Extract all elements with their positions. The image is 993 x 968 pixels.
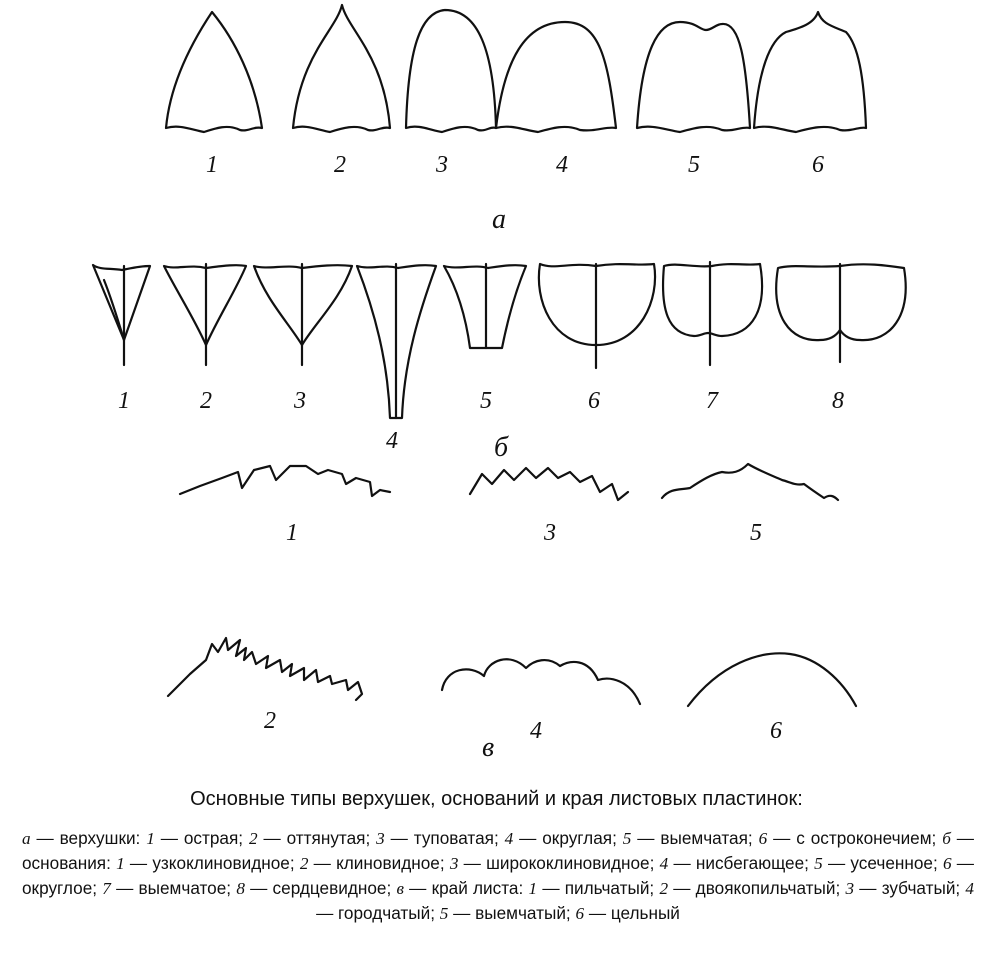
apex-section-letter: а [492,204,506,235]
caption-key: 4 [659,854,669,873]
caption-key: в [396,879,404,898]
base-section-letter: б [494,432,509,463]
margin-label: 5 [750,520,762,546]
margin-shapes [166,462,858,708]
figure-caption-title: Основные типы верхушек, оснований и края… [190,788,803,810]
caption-term: — туповатая; [384,828,505,848]
base-labels: 1 2 3 4 5 6 7 8 [118,388,844,454]
caption-term: — зубчатый; [854,878,966,898]
caption-term: — пильчатый; [537,878,660,898]
margin-label: 3 [543,520,556,546]
caption-term: — выемчатая; [631,828,759,848]
margin-labels: 1 3 5 2 4 6 [264,520,782,744]
base-shape-rounded [537,262,657,370]
caption-key: 4 [504,829,514,848]
caption-key: 3 [449,854,459,873]
caption-term: — острая; [154,828,249,848]
caption-key: 1 [528,879,538,898]
caption-key: 5 [622,829,632,848]
apex-shape-mucronate [752,10,868,134]
base-label: 1 [118,388,130,414]
caption-key: 3 [376,829,385,848]
caption-key: 8 [236,879,245,898]
margin-shape-crenate [440,658,642,706]
apex-label: 5 [688,152,700,178]
figure-caption-body: а — верхушки: 1 — острая; 2 — оттянутая;… [22,826,974,926]
caption-term: — усеченное; [822,853,943,873]
caption-term: — цельный [584,903,680,923]
caption-term: — основания: [22,828,974,873]
caption-key: 2 [299,854,309,873]
margin-label: 4 [530,718,542,744]
base-shape-decurrent [355,262,438,420]
base-shape-narrow-cuneate [91,263,152,367]
base-shape-emarginate [661,260,764,367]
caption-term: — двоякопильчатый; [668,878,846,898]
margin-shape-dentate [468,466,630,502]
base-label: 8 [832,388,844,414]
apex-shape-emarginate [635,20,752,134]
apex-shape-obtuse [404,8,498,134]
base-row [91,260,907,420]
caption-key: 5 [439,904,449,923]
margin-shape-sinuate [660,462,840,502]
apex-label: 6 [812,152,824,178]
margin-label: 6 [770,718,782,744]
apex-label: 1 [206,152,218,178]
base-label: 7 [706,388,719,414]
base-label: 4 [386,428,398,454]
caption-key: 1 [146,829,155,848]
base-label: 3 [293,388,306,414]
apex-label: 2 [334,152,346,178]
margin-shape-double-serrate [166,636,364,702]
apex-label: 4 [556,152,568,178]
caption-key: а [22,829,31,848]
caption-term: — городчатый; [316,903,440,923]
base-shape-cordate [775,262,907,364]
caption-term: — с остроконечием; [767,828,943,848]
base-label: 2 [200,388,212,414]
caption-term: — выемчатое; [110,878,237,898]
base-label: 5 [480,388,492,414]
base-shape-cuneate [162,262,248,367]
margin-shape-serrate [178,464,392,498]
caption-key: 3 [845,879,855,898]
margin-label: 2 [264,708,276,734]
apex-labels: 1 2 3 4 5 6 [206,152,824,178]
base-shape-broad-cuneate [252,262,354,367]
caption-term: — выемчатый; [448,903,576,923]
caption-key: 6 [942,854,952,873]
caption-term: — клиновидное; [308,853,450,873]
caption-key: 6 [758,829,768,848]
base-label: 6 [588,388,600,414]
margin-shape-entire [686,652,858,708]
margin-label: 1 [286,520,298,546]
caption-key: 4 [965,879,975,898]
caption-term: — округлая; [513,828,623,848]
margin-section-letter: в [482,732,494,763]
caption-term: — нисбегающее; [668,853,815,873]
apex-row [164,3,868,134]
caption-key: 5 [814,854,823,873]
apex-shape-acute [164,10,264,134]
caption-term: — ширококлиновидное; [458,853,660,873]
apex-shape-rounded [494,20,618,134]
caption-key: б [942,829,951,848]
caption-key: 1 [116,854,125,873]
caption-key: 7 [102,879,111,898]
caption-term: — верхушки: [30,828,147,848]
caption-key: 2 [659,879,669,898]
base-shape-truncate [442,262,528,350]
caption-term: — край листа: [403,878,529,898]
apex-shape-acuminate [291,3,392,134]
apex-label: 3 [435,152,448,178]
caption-term: — оттянутая; [257,828,377,848]
caption-key: 6 [575,904,585,923]
caption-term: — сердцевидное; [244,878,397,898]
caption-term: — узкоклиновидное; [124,853,300,873]
caption-term: — округлое; [22,853,974,898]
caption-key: 2 [249,829,258,848]
